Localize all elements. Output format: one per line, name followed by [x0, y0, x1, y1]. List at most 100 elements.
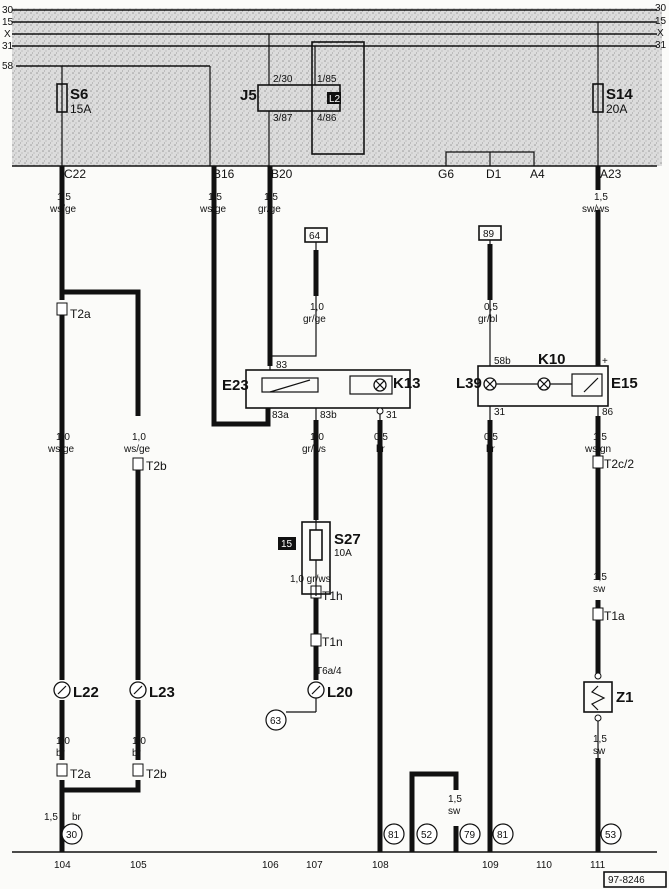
wire-label-z1-color: sw: [593, 746, 606, 757]
fuse-s6-rating: 15A: [70, 102, 91, 116]
wire-label-89-size: 0,5: [484, 302, 498, 313]
component-k10-label: K10: [538, 351, 566, 368]
column-111: 111: [590, 860, 606, 871]
column-106: 106: [262, 860, 279, 871]
connector-b20: B20: [271, 167, 293, 181]
connector-t2a-top: T2a: [70, 307, 91, 321]
column-104: 104: [54, 860, 71, 871]
connector-t2c2: T2c/2: [604, 457, 634, 471]
wire-label-52-color: sw: [448, 806, 461, 817]
rail-label-x-right: X: [657, 28, 664, 39]
fuse-s27-rating: 10A: [334, 548, 352, 559]
ground-ref-79: 79: [464, 830, 476, 841]
rail-label-x-left: X: [4, 29, 11, 40]
rail-label-15-right: 15: [655, 16, 667, 27]
wire-label-b16-color: ws/ge: [199, 204, 227, 215]
pin-31-l39: 31: [494, 407, 506, 418]
pin-plus: +: [602, 356, 608, 367]
wire-label-z1-size: 1,5: [593, 734, 607, 745]
rail-label-30-left: 30: [2, 5, 14, 16]
switch-e23-k13: [245, 369, 411, 409]
wire-label-105-size: 1,0: [132, 432, 146, 443]
component-e23-label: E23: [222, 377, 249, 394]
wire-label-b16-size: 1,5: [208, 192, 222, 203]
wire-label-c22-size: 1,5: [57, 192, 71, 203]
wire-label-l22-color: br: [56, 748, 66, 759]
wire-label-b20-color: gr/ge: [258, 204, 281, 215]
wire-label-a23-color: sw/ws: [582, 204, 609, 215]
wire-label-111-color: ws/gn: [584, 444, 611, 455]
connector-g6: G6: [438, 167, 454, 181]
connector-t1n: T1n: [322, 635, 343, 649]
rail-label-58-left: 58: [2, 61, 14, 72]
ref-box-64-text: 64: [309, 231, 321, 242]
wire-label-108-size: 0,5: [374, 432, 388, 443]
fuse-s14: [592, 83, 604, 113]
wire-label-64-size: 1,0: [310, 302, 324, 313]
wire-label-107-color: gr/ws: [302, 444, 326, 455]
relay-tag-text: L2: [329, 94, 341, 105]
wire-label-109-color: br: [486, 444, 496, 455]
ground-ref-53: 53: [605, 830, 617, 841]
relay-j5-housing: [311, 41, 365, 155]
relay-tag: [327, 92, 341, 104]
wire-label-s27-out: 1,0 gr/ws: [290, 574, 331, 585]
wire-label-l23-size: 1,0: [132, 736, 146, 747]
connector-t2a-bottom: T2a: [70, 767, 91, 781]
connector-t2b-bottom: T2b: [146, 767, 167, 781]
ground-ref-30: 30: [66, 830, 78, 841]
column-109: 109: [482, 860, 499, 871]
relay-pin-3-87: 3/87: [273, 113, 293, 124]
doc-id: 97-8246: [608, 875, 645, 886]
component-z1-label: Z1: [616, 689, 634, 706]
wire-label-104b-size: 1,5: [44, 812, 58, 823]
component-l20-label: L20: [327, 684, 353, 701]
power-rails: [12, 9, 657, 853]
wire-label-107-size: 1,0: [310, 432, 324, 443]
wire-label-a23-size: 1,5: [594, 192, 608, 203]
wire-label-105-color: ws/ge: [123, 444, 151, 455]
fuse-s27-ref-box: [278, 537, 296, 550]
wire-label-104-size: 1,0: [56, 432, 70, 443]
fuse-s27-ref: 15: [281, 539, 293, 550]
wire-label-b20-size: 1,5: [264, 192, 278, 203]
wire-label-104b-color: br: [72, 812, 82, 823]
fuse-s14-label: S14: [606, 86, 633, 103]
column-108: 108: [372, 860, 389, 871]
component-l22-label: L22: [73, 684, 99, 701]
column-105: 105: [130, 860, 147, 871]
connector-t1a: T1a: [604, 609, 625, 623]
pin-86: 86: [602, 407, 614, 418]
component-k13-label: K13: [393, 375, 421, 392]
fuse-s6: [56, 83, 68, 113]
fuse-s6-label: S6: [70, 86, 88, 103]
pin-83b: 83b: [320, 410, 337, 421]
wire-label-104-color: ws/ge: [47, 444, 75, 455]
pin-58b: 58b: [494, 356, 511, 367]
rail-label-31-right: 31: [655, 40, 667, 51]
wire-label-89-color: gr/bl: [478, 314, 497, 325]
fuse-s27-label: S27: [334, 531, 361, 548]
ref-box-89-text: 89: [483, 229, 495, 240]
heater-z1: [583, 681, 613, 713]
wire-label-111b-size: 1,5: [593, 572, 607, 583]
pin-31-k13: 31: [386, 410, 398, 421]
connector-t1h: T1h: [322, 589, 343, 603]
component-l39-label: L39: [456, 375, 482, 392]
wire-label-64-color: gr/ge: [303, 314, 326, 325]
connector-a23: A23: [600, 167, 622, 181]
rail-label-15-left: 15: [2, 17, 14, 28]
wire-label-111-size: 1,5: [593, 432, 607, 443]
pin-83: 83: [276, 360, 288, 371]
connector-t6a4: T6a/4: [316, 666, 342, 677]
wire-label-c22-color: ws/ge: [49, 204, 77, 215]
wire-label-l22-size: 1,0: [56, 736, 70, 747]
ground-ref-81b: 81: [497, 830, 509, 841]
doc-id-box: [603, 871, 667, 888]
relay-pin-4-86: 4/86: [317, 113, 337, 124]
wire-label-109-size: 0,5: [484, 432, 498, 443]
connector-a4: A4: [530, 167, 545, 181]
ground-ref-81a: 81: [388, 830, 400, 841]
